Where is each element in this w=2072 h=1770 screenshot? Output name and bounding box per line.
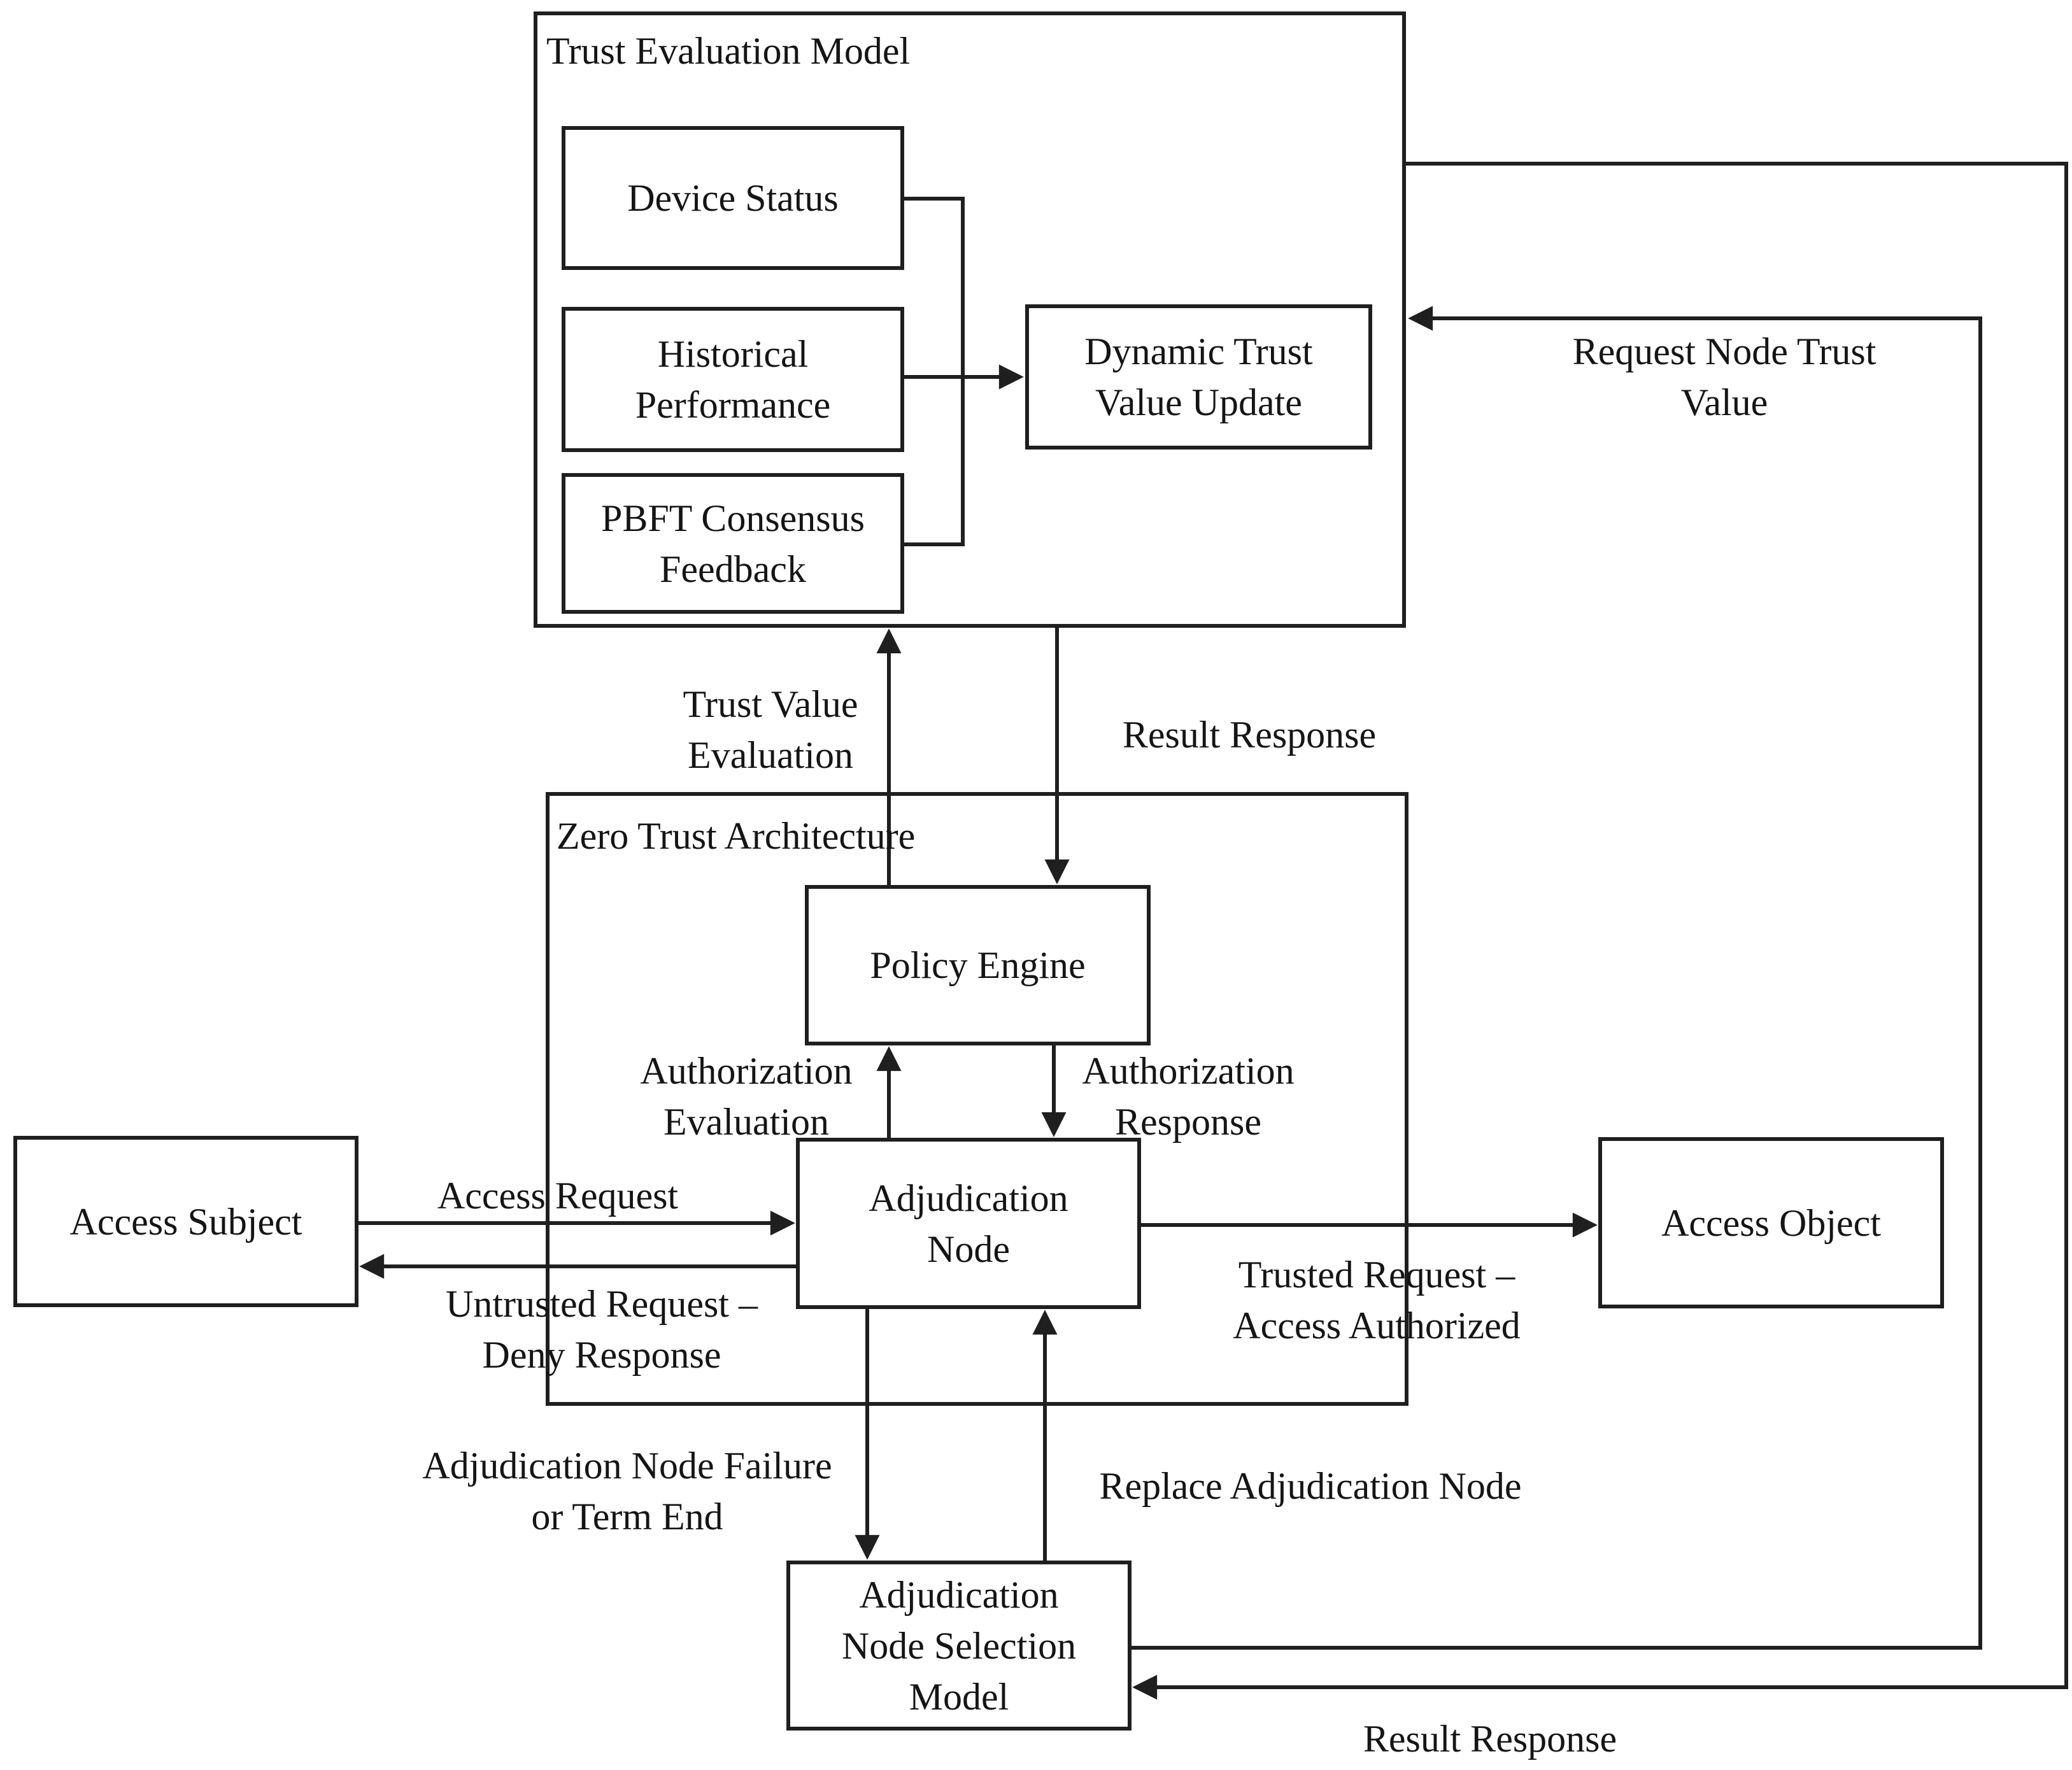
edge-request-node-trust-value [1132, 306, 1982, 1650]
adjudication-node-failure-label: Adjudication Node Failure or Term End [422, 1445, 832, 1538]
untrusted-request-deny-response-label: Untrusted Request – Deny Response [446, 1283, 758, 1376]
authorization-evaluation-label: Authorization Evaluation [640, 1050, 853, 1143]
policy-engine-node: Policy Engine [805, 885, 1151, 1045]
adjudication-node-selection-model-node: Adjudication Node Selection Model [786, 1561, 1132, 1731]
device-status-node: Device Status [562, 126, 904, 270]
result-response-bottom-label: Result Response [1363, 1718, 1617, 1760]
adjudication-node-node: Adjudication Node [796, 1138, 1141, 1309]
historical-performance-node: Historical Performance [562, 307, 904, 452]
trusted-request-access-authorized-label: Trusted Request – Access Authorized [1233, 1254, 1521, 1347]
access-object-node: Access Object [1598, 1137, 1944, 1308]
pbft-consensus-feedback-node: PBFT Consensus Feedback [562, 473, 904, 614]
edge-result-response-outer [1132, 162, 2068, 1700]
access-request-label: Access Request [437, 1175, 679, 1217]
zero-trust-architecture-title: Zero Trust Architecture [557, 815, 916, 857]
trust-value-evaluation-label: Trust Value Evaluation [683, 683, 858, 776]
replace-adjudication-node-label: Replace Adjudication Node [1099, 1465, 1522, 1507]
trust-evaluation-model-title: Trust Evaluation Model [546, 30, 911, 72]
dynamic-trust-value-update-node: Dynamic Trust Value Update [1025, 304, 1372, 450]
access-subject-node: Access Subject [13, 1136, 358, 1307]
authorization-response-label: Authorization Response [1082, 1050, 1295, 1143]
result-response-top-label: Result Response [1122, 714, 1377, 756]
request-node-trust-value-label: Request Node Trust Value [1572, 330, 1877, 423]
